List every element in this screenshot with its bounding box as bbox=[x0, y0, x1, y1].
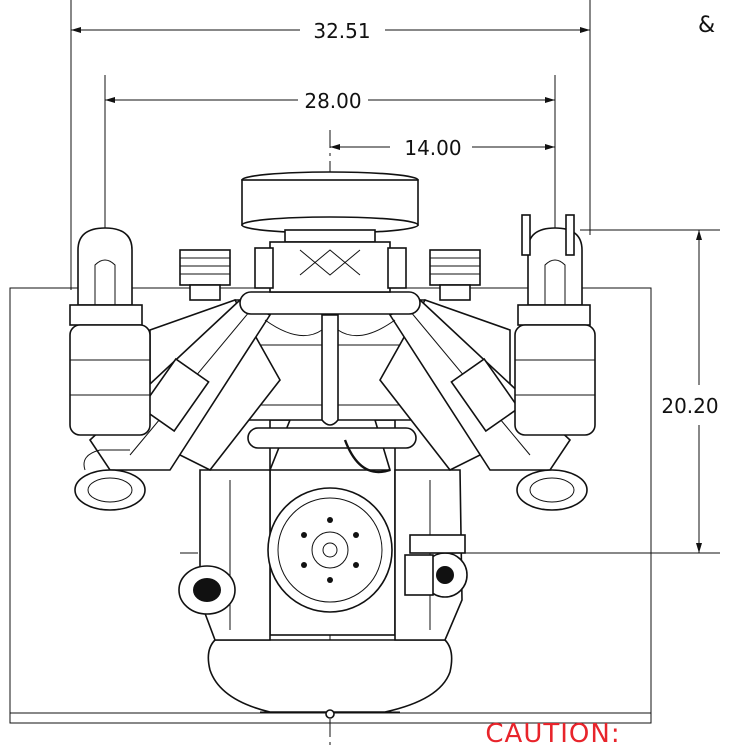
right-collector bbox=[514, 214, 596, 511]
crossover-pipe bbox=[239, 291, 421, 426]
dimension-header-width: 28.00 bbox=[105, 89, 555, 113]
crank-pulley bbox=[267, 487, 393, 613]
right-breather bbox=[429, 249, 481, 301]
half-width-label: 14.00 bbox=[404, 136, 461, 160]
dimension-overall-width: 32.51 bbox=[71, 19, 590, 43]
left-breather bbox=[179, 249, 231, 301]
header-width-label: 28.00 bbox=[304, 89, 361, 113]
dimension-height: 20.20 bbox=[661, 230, 719, 553]
right-accessory bbox=[404, 534, 468, 598]
oil-pan bbox=[207, 639, 453, 719]
left-collector bbox=[69, 227, 151, 511]
overall-width-label: 32.51 bbox=[313, 19, 370, 43]
dimension-half-width: 14.00 bbox=[330, 136, 555, 160]
caution-label: CAUTION: bbox=[485, 719, 620, 749]
engine-illustration bbox=[69, 171, 596, 719]
height-label: 20.20 bbox=[661, 394, 718, 418]
corner-symbol: & bbox=[698, 13, 715, 38]
air-cleaner bbox=[241, 171, 419, 293]
